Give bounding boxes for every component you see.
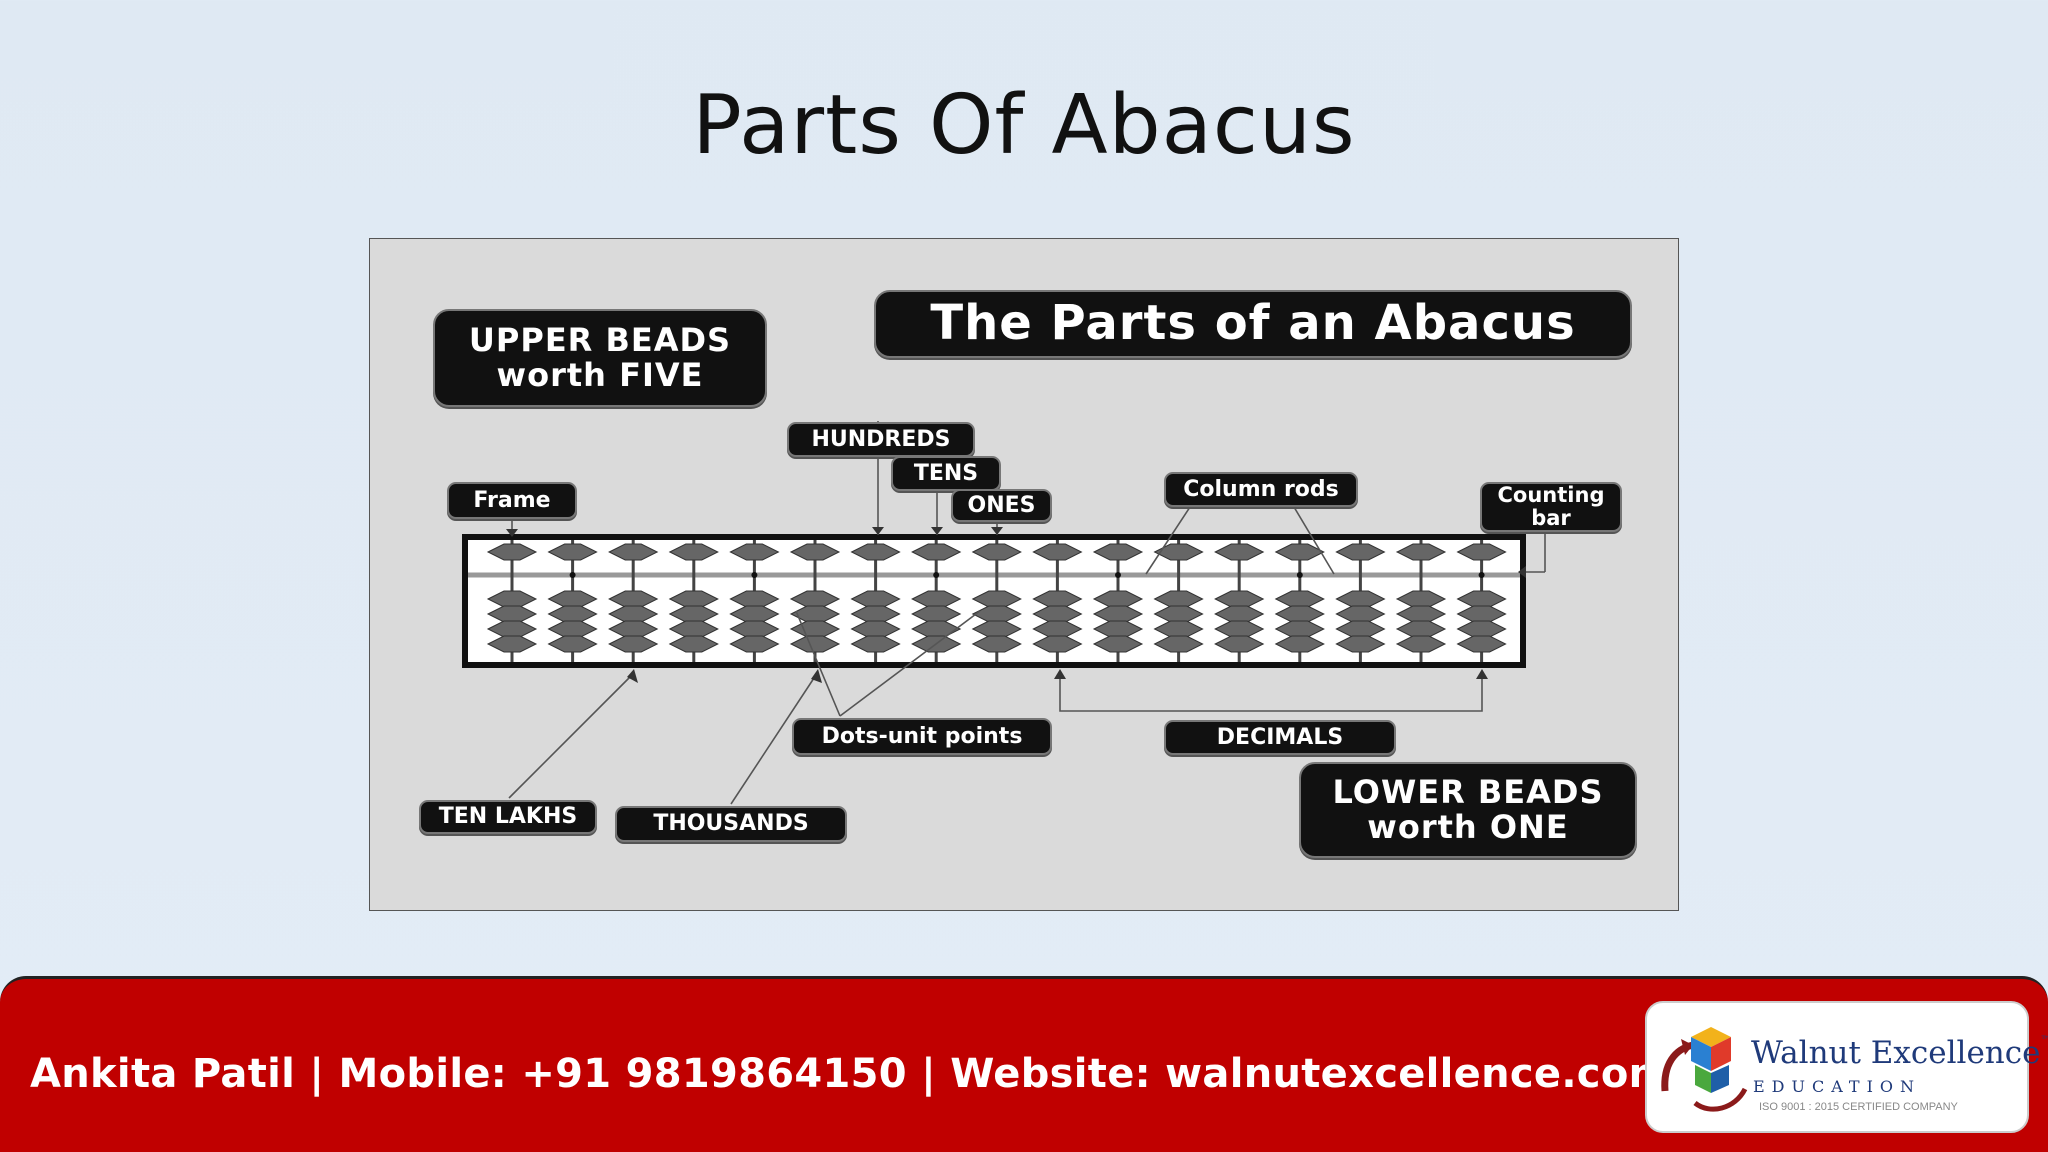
logo-iso: ISO 9001 : 2015 CERTIFIED COMPANY — [1759, 1101, 1958, 1113]
counting-bar-line2: bar — [1531, 506, 1571, 530]
upper-bead — [1214, 543, 1265, 561]
lower-bead — [486, 635, 538, 653]
upper-bead — [1274, 543, 1325, 561]
arrow-heads — [506, 527, 1526, 683]
logo-name-text: Walnut Excellence — [1751, 1035, 2041, 1071]
thousands-label: THOUSANDS — [615, 806, 847, 842]
column-rods-label: Column rods — [1164, 472, 1358, 507]
counting-bar-label: Counting bar — [1480, 482, 1622, 532]
footer-bar: Ankita Patil | Mobile: +91 9819864150 | … — [0, 976, 2048, 1152]
unit-point-dot — [1478, 572, 1485, 578]
diagram-title: The Parts of an Abacus — [874, 290, 1632, 358]
upper-beads-line1: UPPER BEADS — [468, 321, 732, 360]
logo-cube-icon — [1661, 1027, 1748, 1112]
lower-bead — [850, 635, 901, 653]
dots-unit-points-label: Dots-unit points — [792, 718, 1052, 755]
upper-bead — [911, 543, 962, 561]
contact-info: Ankita Patil | Mobile: +91 9819864150 | … — [30, 1051, 1671, 1097]
decimals-label: DECIMALS — [1164, 720, 1396, 755]
upper-bead — [789, 543, 841, 561]
lower-bead — [1214, 635, 1265, 653]
column-rods — [486, 540, 1507, 662]
lower-bead — [1092, 635, 1144, 653]
company-logo: Walnut Excellence™ EDUCATION ISO 9001 : … — [1645, 1001, 2048, 1133]
upper-bead — [1032, 543, 1083, 561]
lower-beads-line1: LOWER BEADS — [1332, 773, 1604, 812]
lower-bead — [608, 635, 659, 653]
unit-point-dot — [751, 572, 758, 578]
pointer-lines — [508, 421, 1546, 805]
counting-bar-line1: Counting — [1497, 483, 1605, 508]
unit-point-dot — [569, 572, 576, 578]
lower-bead — [971, 635, 1022, 653]
abacus-diagram: The Parts of an Abacus UPPER BEADS worth… — [369, 238, 1679, 911]
ten-lakhs-label: TEN LAKHS — [419, 800, 597, 834]
upper-beads-line2: worth FIVE — [496, 356, 704, 394]
hundreds-label: HUNDREDS — [787, 422, 975, 457]
lower-bead — [547, 635, 598, 653]
lower-bead — [1153, 635, 1204, 653]
ones-label: ONES — [951, 489, 1052, 522]
unit-point-dot — [933, 572, 940, 578]
lower-beads-line2: worth ONE — [1367, 808, 1569, 846]
frame-label: Frame — [447, 482, 577, 519]
upper-bead — [729, 543, 780, 561]
upper-bead — [1335, 543, 1386, 561]
slide-title: Parts Of Abacus — [692, 78, 1356, 173]
lower-bead — [1395, 635, 1447, 653]
upper-bead — [850, 543, 901, 561]
lower-bead — [668, 635, 719, 653]
logo-subtitle: EDUCATION — [1753, 1077, 1922, 1096]
logo-tm: ™ — [2040, 1035, 2048, 1046]
lower-bead — [1335, 635, 1386, 653]
lower-bead — [729, 635, 780, 653]
upper-bead — [547, 543, 598, 561]
abacus-drawing — [462, 421, 1546, 805]
upper-bead — [1092, 543, 1144, 561]
tens-label: TENS — [891, 456, 1001, 491]
upper-bead — [486, 543, 538, 561]
upper-bead — [1153, 543, 1204, 561]
upper-bead — [1456, 543, 1507, 561]
lower-bead — [1456, 635, 1507, 653]
upper-bead — [668, 543, 719, 561]
lower-bead — [1274, 635, 1325, 653]
lower-beads-label: LOWER BEADS worth ONE — [1299, 762, 1637, 858]
lower-bead — [1032, 635, 1083, 653]
upper-bead — [971, 543, 1022, 561]
upper-bead — [1395, 543, 1447, 561]
upper-bead — [608, 543, 659, 561]
unit-point-dot — [1115, 572, 1121, 578]
logo-name: Walnut Excellence™ — [1751, 1035, 2048, 1071]
unit-point-dot — [1296, 572, 1303, 578]
upper-beads-label: UPPER BEADS worth FIVE — [433, 309, 767, 407]
